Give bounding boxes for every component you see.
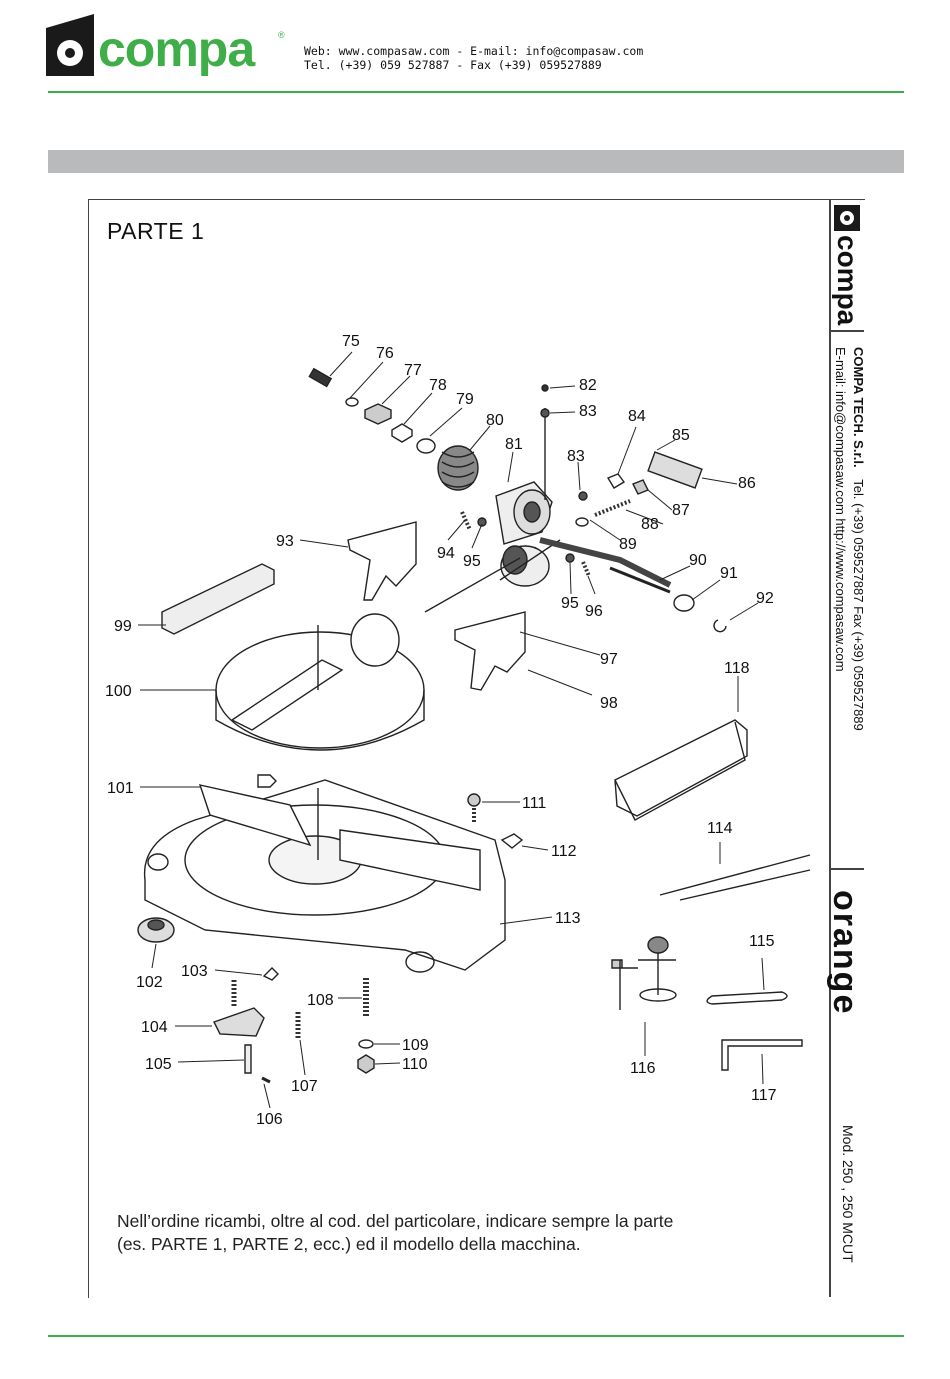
callout-99: 99 <box>114 618 132 635</box>
callout-91: 91 <box>720 565 738 582</box>
sidebar-model: Mod. 250 , 250 MCUT <box>840 1125 856 1263</box>
callout-90: 90 <box>689 552 707 569</box>
lower-small-parts <box>213 774 524 1084</box>
sidebar-sep-1 <box>829 330 864 332</box>
callout-92: 92 <box>756 590 774 607</box>
base-113 <box>143 779 506 973</box>
part-title: PARTE 1 <box>107 218 205 244</box>
callout-85: 85 <box>672 427 690 444</box>
contact-phone-fax: Tel. (+39) 059 527887 - Fax (+39) 059527… <box>304 58 602 72</box>
order-note-line2: (es. PARTE 1, PARTE 2, ecc.) ed il model… <box>117 1234 581 1254</box>
callout-111: 111 <box>522 795 546 812</box>
turntable-100 <box>215 613 425 751</box>
sidebar-sep-2 <box>829 868 864 870</box>
callout-116: 116 <box>630 1060 656 1077</box>
callout-80: 80 <box>486 412 504 429</box>
callout-117: 117 <box>751 1087 777 1104</box>
callout-114: 114 <box>707 820 733 837</box>
callout-75: 75 <box>342 333 360 350</box>
accessories <box>611 719 811 1071</box>
callout-82: 82 <box>579 377 597 394</box>
callout-102: 102 <box>136 974 163 991</box>
compa-logo: compa ® <box>46 14 285 76</box>
callout-97: 97 <box>600 651 618 668</box>
callout-94: 94 <box>437 545 455 562</box>
section-bar <box>48 150 904 173</box>
sidebar-divider <box>829 200 831 1297</box>
callout-84: 84 <box>628 408 646 425</box>
callout-109: 109 <box>402 1037 429 1054</box>
callout-89: 89 <box>619 536 637 553</box>
callout-101: 101 <box>107 780 134 797</box>
callout-88: 88 <box>641 516 659 533</box>
callout-100: 100 <box>105 683 132 700</box>
fence-rail-99 <box>161 563 275 635</box>
contact-info: Web: www.compasaw.com - E-mail: info@com… <box>304 44 643 72</box>
sidebar-contact: Tel. (+39) 059527887 Fax (+39) 059527889 <box>851 479 866 731</box>
callout-93: 93 <box>276 533 294 550</box>
callout-81: 81 <box>505 436 523 453</box>
registered-mark: ® <box>278 30 285 40</box>
sidebar-compa-logo: compa <box>832 205 863 326</box>
callout-96: 96 <box>585 603 603 620</box>
footer-rule <box>48 1335 904 1337</box>
bracket-93 <box>347 521 417 601</box>
callout-115: 115 <box>749 933 775 950</box>
callout-79: 79 <box>456 391 474 408</box>
callout-113: 113 <box>555 910 581 927</box>
callout-87: 87 <box>672 502 690 519</box>
sidebar-product: orange <box>826 890 864 1016</box>
callout-95b: 95 <box>561 595 579 612</box>
callout-105: 105 <box>145 1056 172 1073</box>
exploded-parts-diagram: 75 76 77 78 79 80 81 82 83 83 84 85 86 8… <box>105 333 811 1128</box>
contact-web-email: Web: www.compasaw.com - E-mail: info@com… <box>304 44 644 58</box>
sidebar-email-web: E-mail: info@compasaw.com http://www.com… <box>833 347 848 672</box>
callout-98: 98 <box>600 695 618 712</box>
callout-95a: 95 <box>463 553 481 570</box>
callout-118: 118 <box>724 660 750 677</box>
callout-103: 103 <box>181 963 208 980</box>
callout-106: 106 <box>256 1111 283 1128</box>
sidebar-company: COMPA TECH. S.r.l. Tel. (+39) 059527887 … <box>851 347 866 731</box>
callout-78: 78 <box>429 377 447 394</box>
callout-108: 108 <box>307 992 334 1009</box>
diagram-frame <box>88 199 865 1298</box>
callout-83b: 83 <box>567 448 585 465</box>
callout-104: 104 <box>141 1019 168 1036</box>
sidebar-brand: compa <box>832 235 863 326</box>
callout-112: 112 <box>551 843 577 860</box>
order-note: Nell’ordine ricambi, oltre al cod. del p… <box>117 1210 673 1256</box>
bracket-97 <box>454 611 526 691</box>
callout-86: 86 <box>738 475 756 492</box>
upper-hinge-parts <box>308 367 727 633</box>
logo-wordmark: compa <box>98 21 256 76</box>
callout-110: 110 <box>402 1056 428 1073</box>
header-rule <box>48 91 904 93</box>
order-note-line1: Nell’ordine ricambi, oltre al cod. del p… <box>117 1211 674 1231</box>
callout-76: 76 <box>376 345 394 362</box>
callout-77: 77 <box>404 362 422 379</box>
callout-107: 107 <box>291 1078 318 1095</box>
sidebar-company-name: COMPA TECH. S.r.l. <box>851 347 866 468</box>
callout-83a: 83 <box>579 403 597 420</box>
